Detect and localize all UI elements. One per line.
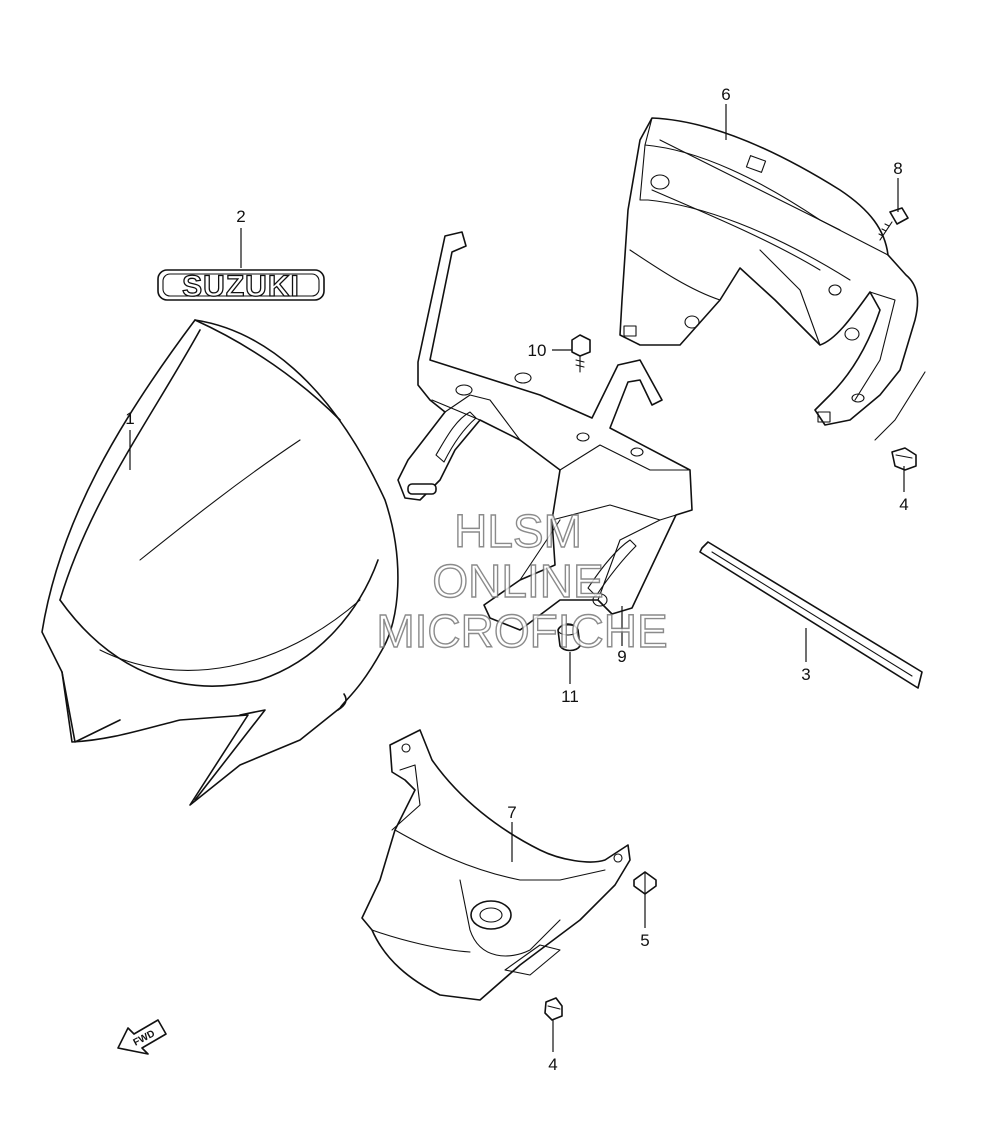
callout-7: 7 <box>507 803 516 822</box>
watermark: HLSM ONLINE MICROFICHE <box>376 504 669 657</box>
watermark-line-1: HLSM <box>454 505 582 557</box>
callout-5: 5 <box>640 931 649 950</box>
part-4-clip-lower <box>544 997 563 1021</box>
callout-3: 3 <box>801 665 810 684</box>
callout-2: 2 <box>236 207 245 226</box>
callout-9: 9 <box>617 647 626 666</box>
callout-8: 8 <box>893 159 902 178</box>
callout-labels: 1 2 3 4 4 5 6 7 8 9 10 11 <box>125 85 908 1074</box>
part-2-suzuki-emblem: SUZUKI <box>157 269 325 304</box>
callout-11: 11 <box>561 687 579 706</box>
reference-edge <box>874 371 926 441</box>
part-8-screw <box>878 207 909 241</box>
watermark-line-2: ONLINE <box>432 555 603 607</box>
part-11-grommet <box>557 623 581 652</box>
part-1-front-cowl <box>41 319 399 806</box>
watermark-line-3: MICROFICHE <box>376 605 667 657</box>
part-3-seal-strip <box>699 541 923 689</box>
fwd-direction-arrow: FWD <box>117 1019 167 1055</box>
callout-4-lower: 4 <box>548 1055 557 1074</box>
callout-1: 1 <box>125 409 134 428</box>
part-7-lower-cover <box>361 729 631 1001</box>
part-5-fastener <box>633 871 657 895</box>
part-4-clip-upper <box>891 447 917 471</box>
part-6-upper-frame <box>619 117 919 426</box>
callout-4-upper: 4 <box>899 495 908 514</box>
part-10-bolt <box>571 334 591 373</box>
emblem-text: SUZUKI <box>182 270 300 303</box>
part-9-bracket <box>397 231 693 631</box>
leader-lines <box>129 104 905 1052</box>
callout-6: 6 <box>721 85 730 104</box>
callout-10: 10 <box>528 341 547 360</box>
